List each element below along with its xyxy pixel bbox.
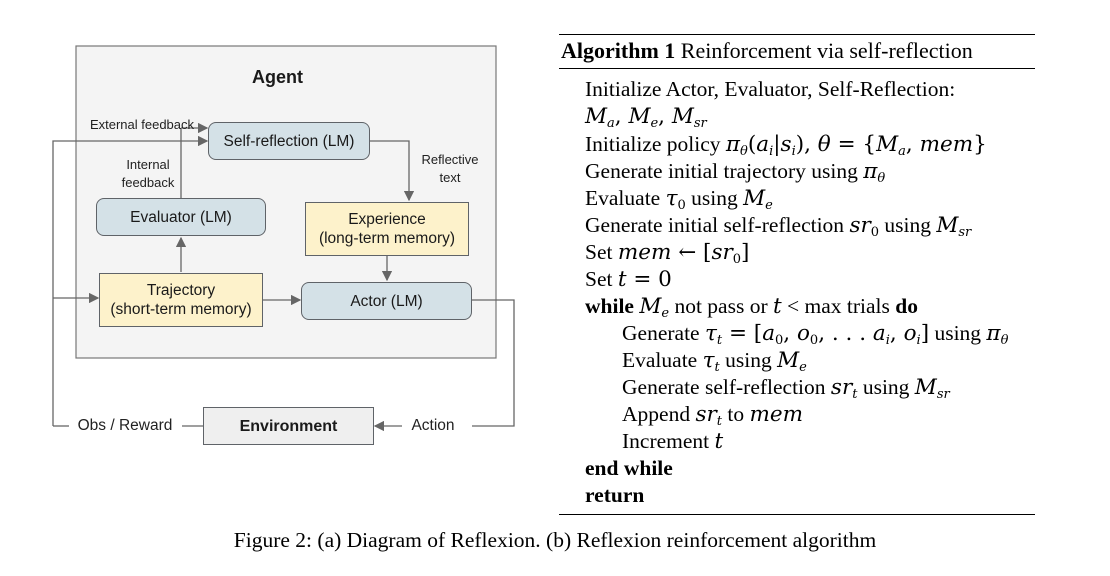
algo-line-6-text: Generate initial self-reflection [585, 213, 850, 237]
external-feedback-arrow [52, 135, 209, 426]
agent-title: Agent [252, 67, 303, 87]
evaluator-box: Evaluator (LM) [96, 198, 266, 236]
actor-box: Actor (LM) [301, 282, 472, 320]
algo-line-11-using: using [719, 348, 778, 372]
algo-line-1-text: Initialize Actor, Evaluator, Self-Reflec… [585, 77, 956, 101]
algo-line-5-text: Evaluate [585, 186, 666, 210]
algo-line-9-cond: < max trials [781, 294, 896, 318]
experience-title: Experience [348, 211, 426, 228]
algorithm-number: Algorithm 1 [561, 38, 676, 63]
reflective-text-label: Reflective text [421, 152, 479, 185]
figure-caption: Figure 2: (a) Diagram of Reflexion. (b) … [233, 528, 877, 552]
algo-line-10: Generate τt = [a0, o0, . . . ai, oi] usi… [622, 321, 1009, 348]
algo-line-12: Generate self-reflection srt using Msr [622, 375, 950, 402]
algo-line-12-using: using [857, 375, 915, 399]
algo-line-2: Ma, Me, Msr [585, 104, 707, 131]
trajectory-subtitle: (short-term memory) [110, 301, 252, 318]
algo-line-11-text: Evaluate [622, 348, 703, 372]
algo-line-15: end while [585, 456, 673, 480]
experience-subtitle: (long-term memory) [318, 230, 456, 247]
algo-line-8: Set t = 0 [585, 267, 672, 292]
algo-line-10-text: Generate [622, 321, 705, 345]
trajectory-title: Trajectory [146, 282, 216, 299]
algo-line-16: return [585, 483, 645, 507]
algo-line-5-using: using [685, 186, 744, 210]
internal-feedback-label: Internal feedback [121, 157, 175, 190]
algo-line-4-text: Generate initial trajectory using [585, 159, 864, 183]
algo-line-12-text: Generate self-reflection [622, 375, 831, 399]
action-label: Action [411, 417, 455, 434]
algo-line-6: Generate initial self-reflection sr0 usi… [585, 213, 972, 240]
algorithm-top-rule [559, 34, 1035, 35]
algorithm-name: Reinforcement via self-reflection [675, 38, 973, 63]
algo-line-9-text: not pass or [669, 294, 773, 318]
algo-line-6-using: using [879, 213, 937, 237]
do-keyword: do [895, 294, 918, 318]
algo-line-14: Increment t [622, 429, 724, 454]
algo-line-13: Append srt to mem [622, 402, 803, 429]
algo-line-5: Evaluate τ0 using Me [585, 186, 773, 213]
external-feedback-label: External feedback [89, 117, 195, 132]
algo-line-10-using: using [929, 321, 987, 345]
while-keyword: while [585, 294, 634, 318]
actor-to-action-line [472, 299, 515, 427]
reflection-to-experience-arrow [370, 140, 415, 202]
experience-box: Experience (long-term memory) [305, 202, 469, 256]
algorithm-mid-rule [559, 68, 1035, 69]
algorithm-bottom-rule [559, 514, 1035, 515]
algo-line-14-text: Increment [622, 429, 715, 453]
algo-line-7: Set mem ← [sr0] [585, 240, 750, 267]
algorithm-title: Algorithm 1 Reinforcement via self-refle… [561, 38, 973, 64]
trajectory-box: Trajectory (short-term memory) [99, 273, 263, 327]
algo-line-3: Initialize policy πθ(ai|si), θ = {Ma, me… [585, 132, 987, 159]
self-reflection-box: Self-reflection (LM) [208, 122, 370, 160]
algo-line-1: Initialize Actor, Evaluator, Self-Reflec… [585, 76, 955, 103]
algo-line-11: Evaluate τt using Me [622, 348, 807, 375]
algo-line-4: Generate initial trajectory using πθ [585, 159, 886, 186]
algo-line-7-text: Set [585, 240, 618, 264]
algo-line-3-text: Initialize policy [585, 132, 726, 156]
algo-line-8-text: Set [585, 267, 618, 291]
algo-line-13-text: Append [622, 402, 696, 426]
environment-box: Environment [203, 407, 374, 445]
obs-reward-label: Obs / Reward [77, 417, 173, 434]
algo-line-13-to: to [722, 402, 750, 426]
reflexion-diagram: Agent External feedback Internal feedbac… [0, 0, 540, 470]
algo-line-9: while Me not pass or t < max trials do [585, 294, 918, 321]
